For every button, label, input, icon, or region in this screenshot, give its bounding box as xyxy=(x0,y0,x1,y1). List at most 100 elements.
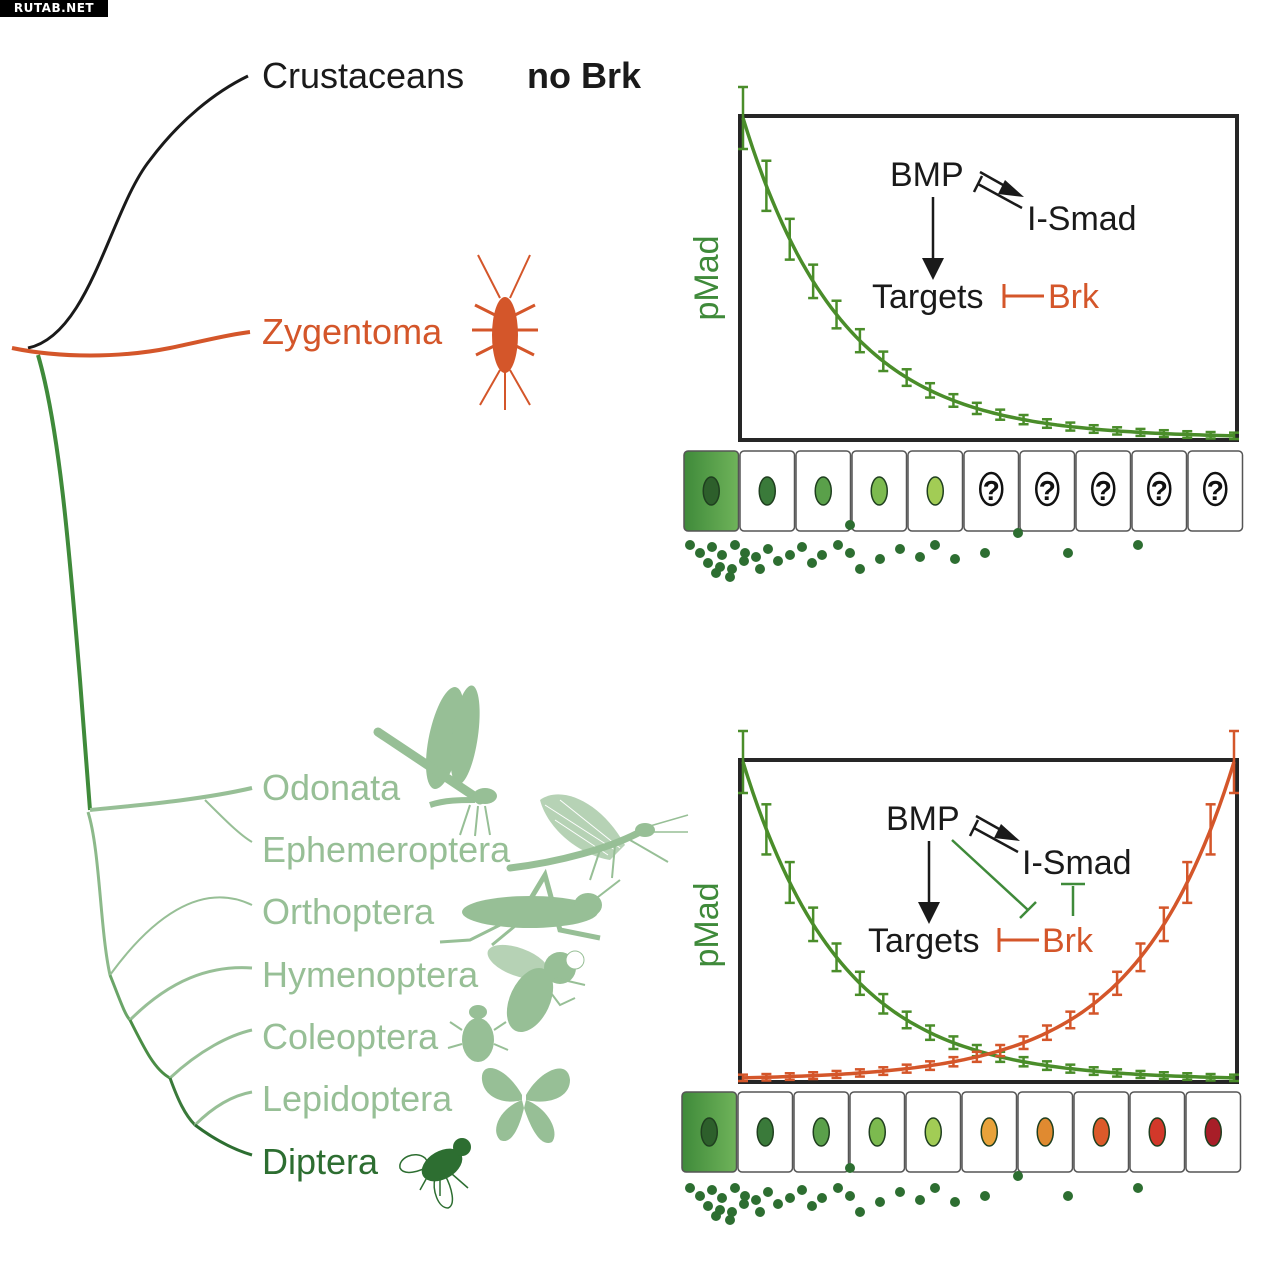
morphogen-dots-top xyxy=(685,520,1143,582)
nucleus-unknown xyxy=(1203,471,1228,507)
morphogen-dot xyxy=(785,1193,795,1203)
morphogen-dot xyxy=(703,558,713,568)
morphogen-dot xyxy=(845,548,855,558)
nucleus xyxy=(702,476,720,506)
morphogen-dot xyxy=(707,542,717,552)
label-ephemeroptera: Ephemeroptera xyxy=(262,829,511,870)
morphogen-dot xyxy=(1013,1171,1023,1181)
label-zygentoma: Zygentoma xyxy=(262,311,443,352)
nucleus xyxy=(812,1117,830,1147)
morphogen-dot xyxy=(797,542,807,552)
bee-icon xyxy=(487,944,586,1032)
ylabel-pmad-bottom: pMad xyxy=(688,882,726,967)
fly-icon xyxy=(399,1138,471,1209)
morphogen-dot xyxy=(717,550,727,560)
question-mark: ? xyxy=(983,475,1000,506)
label-odonata: Odonata xyxy=(262,767,401,808)
nucleus xyxy=(1036,1117,1054,1147)
morphogen-dot xyxy=(685,1183,695,1193)
morphogen-dot xyxy=(807,558,817,568)
net-brk-bottom: Brk xyxy=(1042,922,1094,960)
panel-top: pMad BMP I-Smad Targets Brk ????? xyxy=(683,85,1244,582)
morphogen-dots-bottom xyxy=(685,1163,1143,1225)
pmad-curve-bottom xyxy=(738,729,1239,1083)
question-mark: ? xyxy=(1039,475,1056,506)
morphogen-dot xyxy=(755,564,765,574)
brk-curve-bottom xyxy=(738,729,1239,1083)
branch-lepidoptera xyxy=(193,1090,253,1127)
net-targets-top: Targets xyxy=(872,278,984,316)
beetle-icon xyxy=(447,1005,509,1062)
morphogen-dot xyxy=(1133,540,1143,550)
morphogen-dot xyxy=(845,1191,855,1201)
mayfly-icon xyxy=(506,794,689,881)
nucleus-unknown xyxy=(1147,471,1172,507)
nucleus-unknown xyxy=(1035,471,1060,507)
morphogen-dot xyxy=(895,1187,905,1197)
curve-line xyxy=(742,761,1236,1080)
dragonfly-icon xyxy=(373,685,497,837)
plot-frame-top xyxy=(738,114,1239,442)
branch-orthoptera xyxy=(109,896,253,976)
nucleus-unknown xyxy=(979,471,1004,507)
morphogen-dot xyxy=(1063,548,1073,558)
morphogen-dot xyxy=(833,1183,843,1193)
branch-crustaceans xyxy=(27,74,249,350)
branch-hymenoptera xyxy=(128,966,253,1022)
nucleus xyxy=(1204,1117,1222,1147)
morphogen-dot xyxy=(717,1193,727,1203)
branch-diptera xyxy=(194,1123,253,1157)
morphogen-dot xyxy=(1063,1191,1073,1201)
curve-line xyxy=(741,117,1235,438)
morphogen-dot xyxy=(711,568,721,578)
morphogen-dot xyxy=(1133,1183,1143,1193)
label-lepidoptera: Lepidoptera xyxy=(262,1078,453,1119)
morphogen-dot xyxy=(980,1191,990,1201)
morphogen-dot xyxy=(817,1193,827,1203)
morphogen-dot xyxy=(727,1207,737,1217)
morphogen-dot xyxy=(855,1207,865,1217)
branch-insect-trunk xyxy=(36,354,92,811)
morphogen-dot xyxy=(817,550,827,560)
nucleus xyxy=(868,1117,886,1147)
morphogen-dot xyxy=(895,544,905,554)
branch-odonata xyxy=(89,786,253,812)
nucleus xyxy=(1092,1117,1110,1147)
question-mark: ? xyxy=(1207,475,1224,506)
cell-row-top: ????? xyxy=(683,450,1244,532)
pmad-curve-top xyxy=(738,85,1239,441)
morphogen-dot xyxy=(807,1201,817,1211)
morphogen-dot xyxy=(739,556,749,566)
label-diptera: Diptera xyxy=(262,1141,379,1182)
morphogen-dot xyxy=(695,1191,705,1201)
net-arrows-bottom xyxy=(918,814,1085,952)
net-ismad-bottom: I-Smad xyxy=(1022,844,1132,882)
nucleus xyxy=(870,476,888,506)
morphogen-dot xyxy=(1013,528,1023,538)
morphogen-dot xyxy=(950,554,960,564)
nucleus xyxy=(926,476,944,506)
net-bmp-bottom: BMP xyxy=(886,800,960,838)
morphogen-dot xyxy=(915,1195,925,1205)
plot-frame-bottom xyxy=(738,758,1239,1084)
silverfish-icon xyxy=(472,254,538,410)
morphogen-dot xyxy=(740,548,750,558)
nucleus xyxy=(1148,1117,1166,1147)
net-targets-bottom: Targets xyxy=(868,922,980,960)
net-bmp-top: BMP xyxy=(890,156,964,194)
morphogen-dot xyxy=(703,1201,713,1211)
morphogen-dot xyxy=(730,540,740,550)
morphogen-dot xyxy=(740,1191,750,1201)
cell-row-bottom xyxy=(681,1091,1242,1173)
morphogen-dot xyxy=(855,564,865,574)
morphogen-dot xyxy=(785,550,795,560)
question-mark: ? xyxy=(1151,475,1168,506)
phylogeny-tree xyxy=(11,74,253,1157)
morphogen-dot xyxy=(980,548,990,558)
question-mark: ? xyxy=(1095,475,1112,506)
nucleus xyxy=(758,476,776,506)
morphogen-dot xyxy=(773,1199,783,1209)
nucleus xyxy=(756,1117,774,1147)
morphogen-dot xyxy=(751,1195,761,1205)
